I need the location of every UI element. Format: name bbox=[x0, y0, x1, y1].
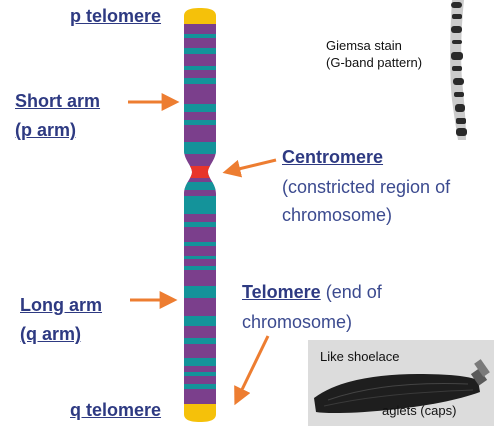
centromere-title: Centromere bbox=[282, 147, 384, 167]
q-telomere-label: q telomere bbox=[70, 400, 162, 420]
chromosome bbox=[184, 20, 216, 410]
giemsa-label-line2: (G-band pattern) bbox=[326, 55, 423, 70]
telomere-desc-line2: chromosome) bbox=[242, 312, 353, 332]
p-telomere-label: p telomere bbox=[70, 6, 162, 26]
giemsa-chromosome-photo bbox=[450, 0, 467, 140]
telomere-title: Telomere bbox=[242, 282, 321, 302]
q-telomere-cap bbox=[184, 404, 216, 422]
long-arm-label: Long arm bbox=[20, 295, 103, 315]
centromere-desc-line1: (constricted region of bbox=[282, 177, 451, 197]
telomere-arrow bbox=[234, 335, 270, 406]
p-telomere-cap bbox=[184, 8, 216, 24]
telomere-heading: Telomere (end of bbox=[242, 281, 382, 303]
centromere-desc-line2: chromosome) bbox=[282, 205, 393, 225]
shoelace-image: Like shoelace aglets (caps) bbox=[308, 340, 494, 426]
telomere-desc-line1: (end of bbox=[320, 282, 382, 302]
centromere-arrow bbox=[222, 158, 277, 178]
short-arm-label: Short arm bbox=[15, 91, 101, 111]
giemsa-label-line1: Giemsa stain bbox=[326, 38, 402, 53]
long-arm-sublabel: (q arm) bbox=[20, 324, 82, 344]
aglets-label: aglets (caps) bbox=[382, 403, 457, 418]
short-arm-sublabel: (p arm) bbox=[15, 120, 77, 140]
shoelace-label: Like shoelace bbox=[320, 349, 400, 364]
centromere bbox=[184, 166, 216, 178]
